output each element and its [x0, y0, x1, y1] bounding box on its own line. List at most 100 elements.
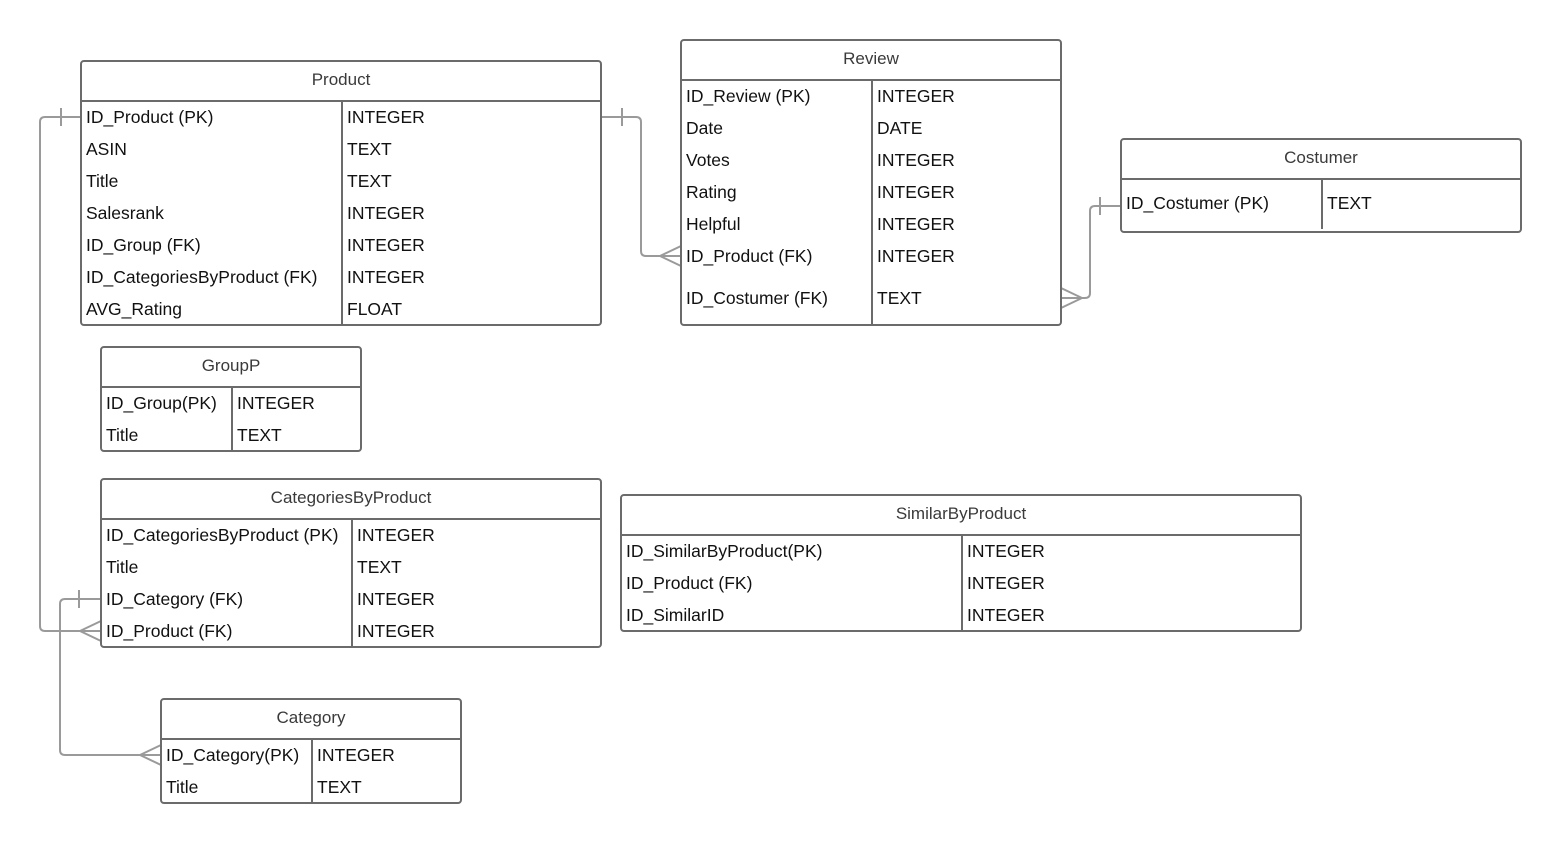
field-row[interactable]: ID_Category (FK) INTEGER — [102, 584, 600, 616]
field-name: ID_Costumer (FK) — [686, 288, 828, 308]
field-type: TEXT — [347, 171, 392, 191]
field-name: AVG_Rating — [86, 299, 182, 319]
column-divider — [871, 81, 873, 325]
relationship-product-review — [602, 108, 682, 267]
field-row[interactable]: ID_Product (FK) INTEGER — [622, 568, 1300, 600]
field-type: FLOAT — [347, 299, 403, 319]
field-type: INTEGER — [877, 214, 955, 234]
field-type: INTEGER — [357, 621, 435, 641]
field-name: ID_SimilarByProduct(PK) — [626, 541, 823, 561]
field-type: INTEGER — [357, 589, 435, 609]
field-type: INTEGER — [347, 107, 425, 127]
table-review[interactable]: Review ID_Review (PK) INTEGER Date DATE Vote… — [680, 39, 1062, 326]
field-row[interactable]: Title TEXT — [102, 420, 360, 452]
field-type: INTEGER — [317, 745, 395, 765]
field-type: INTEGER — [347, 235, 425, 255]
field-type: INTEGER — [967, 573, 1045, 593]
field-row[interactable]: ID_Product (FK) INTEGER — [102, 616, 600, 648]
field-row[interactable]: ID_Costumer (FK) TEXT — [682, 273, 1060, 325]
field-row[interactable]: ID_Group(PK) INTEGER — [102, 388, 360, 420]
table-title: CategoriesByProduct — [102, 480, 600, 520]
field-type: INTEGER — [237, 393, 315, 413]
field-row[interactable]: AVG_Rating FLOAT — [82, 294, 600, 326]
column-divider — [231, 388, 233, 452]
field-type: INTEGER — [357, 525, 435, 545]
field-type: TEXT — [347, 139, 392, 159]
field-name: ID_Product (FK) — [626, 573, 753, 593]
field-row[interactable]: Helpful INTEGER — [682, 209, 1060, 241]
table-title: SimilarByProduct — [622, 496, 1300, 536]
field-name: Title — [166, 777, 199, 797]
column-divider — [341, 102, 343, 326]
field-name: Salesrank — [86, 203, 164, 223]
field-row[interactable]: Rating INTEGER — [682, 177, 1060, 209]
field-name: Date — [686, 118, 723, 138]
field-type: INTEGER — [877, 150, 955, 170]
column-divider — [1321, 180, 1323, 229]
table-similarbyproduct[interactable]: SimilarByProduct ID_SimilarByProduct(PK)… — [620, 494, 1302, 632]
table-title: GroupP — [102, 348, 360, 388]
field-name: ID_CategoriesByProduct (PK) — [106, 525, 339, 545]
field-type: INTEGER — [877, 86, 955, 106]
field-name: ID_Group(PK) — [106, 393, 217, 413]
field-name: Title — [106, 425, 139, 445]
field-type: TEXT — [1327, 193, 1372, 213]
field-row[interactable]: Title TEXT — [102, 552, 600, 584]
field-row[interactable]: ID_Review (PK) INTEGER — [682, 81, 1060, 113]
field-name: Title — [106, 557, 139, 577]
field-name: Title — [86, 171, 119, 191]
column-divider — [961, 536, 963, 632]
field-name: Votes — [686, 150, 730, 170]
field-type: TEXT — [237, 425, 282, 445]
field-name: ID_Product (PK) — [86, 107, 214, 127]
field-row[interactable]: Title TEXT — [82, 166, 600, 198]
field-row[interactable]: ID_Product (PK) INTEGER — [82, 102, 600, 134]
field-name: ID_Group (FK) — [86, 235, 201, 255]
field-row[interactable]: ID_CategoriesByProduct (PK) INTEGER — [102, 520, 600, 552]
field-type: INTEGER — [967, 605, 1045, 625]
table-title: Costumer — [1122, 140, 1520, 180]
field-row[interactable]: Salesrank INTEGER — [82, 198, 600, 230]
field-type: DATE — [877, 118, 923, 138]
field-name: ID_CategoriesByProduct (FK) — [86, 267, 318, 287]
field-row[interactable]: ID_SimilarByProduct(PK) INTEGER — [622, 536, 1300, 568]
field-row[interactable]: Title TEXT — [162, 772, 460, 804]
field-name: ID_Product (FK) — [106, 621, 233, 641]
field-row[interactable]: ID_Product (FK) INTEGER — [682, 241, 1060, 273]
field-type: INTEGER — [347, 203, 425, 223]
field-name: ID_Category(PK) — [166, 745, 300, 765]
field-row[interactable]: ID_Category(PK) INTEGER — [162, 740, 460, 772]
field-name: ID_Category (FK) — [106, 589, 244, 609]
field-row[interactable]: ID_Group (FK) INTEGER — [82, 230, 600, 262]
field-type: INTEGER — [967, 541, 1045, 561]
field-row[interactable]: Votes INTEGER — [682, 145, 1060, 177]
table-title: Review — [682, 41, 1060, 81]
column-divider — [351, 520, 353, 648]
field-name: ID_Review (PK) — [686, 86, 811, 106]
field-name: ID_SimilarID — [626, 605, 725, 625]
field-type: TEXT — [357, 557, 402, 577]
table-categoriesbyproduct[interactable]: CategoriesByProduct ID_CategoriesByProdu… — [100, 478, 602, 648]
table-costumer[interactable]: Costumer ID_Costumer (PK) TEXT — [1120, 138, 1522, 233]
field-row[interactable]: ID_Costumer (PK) TEXT — [1122, 180, 1520, 229]
field-name: Rating — [686, 182, 737, 202]
table-title: Category — [162, 700, 460, 740]
column-divider — [311, 740, 313, 804]
field-name: ASIN — [86, 139, 127, 159]
table-title: Product — [82, 62, 600, 102]
field-row[interactable]: ID_SimilarID INTEGER — [622, 600, 1300, 632]
field-name: Helpful — [686, 214, 741, 234]
table-category[interactable]: Category ID_Category(PK) INTEGER Title TEXT — [160, 698, 462, 804]
field-type: INTEGER — [347, 267, 425, 287]
field-row[interactable]: Date DATE — [682, 113, 1060, 145]
field-type: INTEGER — [877, 182, 955, 202]
field-name: ID_Product (FK) — [686, 246, 813, 266]
table-groupp[interactable]: GroupP ID_Group(PK) INTEGER Title TEXT — [100, 346, 362, 452]
field-row[interactable]: ASIN TEXT — [82, 134, 600, 166]
field-name: ID_Costumer (PK) — [1126, 193, 1269, 213]
field-type: TEXT — [317, 777, 362, 797]
field-type: TEXT — [877, 288, 922, 308]
field-row[interactable]: ID_CategoriesByProduct (FK) INTEGER — [82, 262, 600, 294]
field-type: INTEGER — [877, 246, 955, 266]
